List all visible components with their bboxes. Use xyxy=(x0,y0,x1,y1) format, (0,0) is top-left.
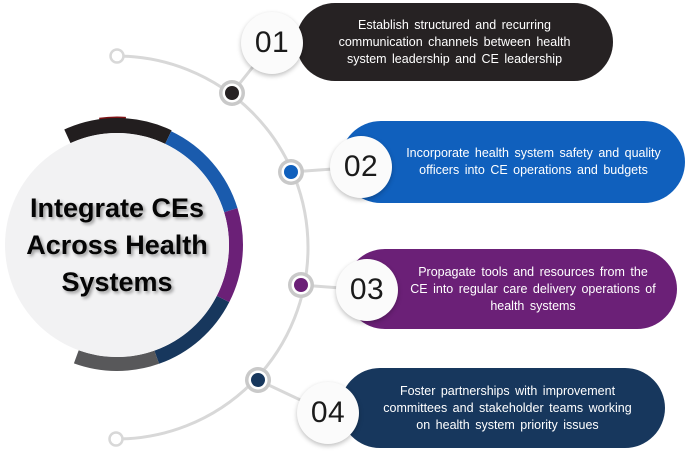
step2-pill: Incorporate health system safety and qua… xyxy=(340,121,685,203)
ring-segment-navy xyxy=(154,295,230,364)
step4-text-line: committees and stakeholder teams working xyxy=(383,400,632,415)
central-title-circle: Integrate CEs Across Health Systems xyxy=(5,133,229,357)
ring-segment-black xyxy=(64,118,172,144)
step3-text: Propagate tools and resources from the C… xyxy=(403,264,663,315)
title-line: Integrate CEs xyxy=(29,192,205,223)
arc-end-dot-bottom xyxy=(108,431,124,447)
step3-number-circle: 03 xyxy=(336,259,398,321)
ring-segment-gray xyxy=(73,350,160,371)
step1-pill: Establish structured and recurring commu… xyxy=(296,3,613,81)
step2-text-line: officers into CE operations and budgets xyxy=(419,163,648,177)
node-step2 xyxy=(278,159,304,185)
step2-number: 02 xyxy=(343,150,379,183)
step3-text-line: CE into regular care delivery operations… xyxy=(410,281,656,296)
step3-text-line: health systems xyxy=(490,298,576,313)
title-line: Across Health xyxy=(26,229,208,260)
step4-number: 04 xyxy=(310,396,346,429)
connector-spokes xyxy=(230,42,368,415)
ring-segment-purple xyxy=(216,208,243,303)
step3-text-line: Propagate tools and resources from the xyxy=(418,264,648,279)
step1-text-line: Establish structured and recurring xyxy=(358,17,551,32)
step4-number-circle: 04 xyxy=(297,382,359,444)
step2-text: Incorporate health system safety and qua… xyxy=(396,145,671,179)
step4-text-line: Foster partnerships with improvement xyxy=(399,383,616,398)
step2-text-line: Incorporate health system safety and qua… xyxy=(406,146,661,160)
node-step3 xyxy=(288,272,314,298)
node-step4 xyxy=(245,367,271,393)
step3-number: 03 xyxy=(349,273,385,306)
step3-pill: Propagate tools and resources from the C… xyxy=(345,249,677,329)
node-step1 xyxy=(219,80,245,106)
step1-text-line: system leadership and CE leadership xyxy=(346,51,563,66)
step1-text-line: communication channels between health xyxy=(338,34,571,49)
step2-number-circle: 02 xyxy=(330,136,392,198)
ring-segments xyxy=(64,116,243,371)
arc-end-dot-top xyxy=(109,48,125,64)
step1-number-circle: 01 xyxy=(241,12,303,74)
step4-text-line: on health system priority issues xyxy=(416,417,599,432)
step4-text: Foster partnerships with improvement com… xyxy=(366,383,649,434)
step1-text: Establish structured and recurring commu… xyxy=(316,17,593,68)
ring-segment-blue xyxy=(165,131,238,213)
step-nodes xyxy=(219,80,314,393)
connector-arc xyxy=(115,54,310,441)
title-line: Systems xyxy=(61,266,173,297)
step1-number: 01 xyxy=(254,26,290,59)
step4-pill: Foster partnerships with improvement com… xyxy=(340,368,665,448)
